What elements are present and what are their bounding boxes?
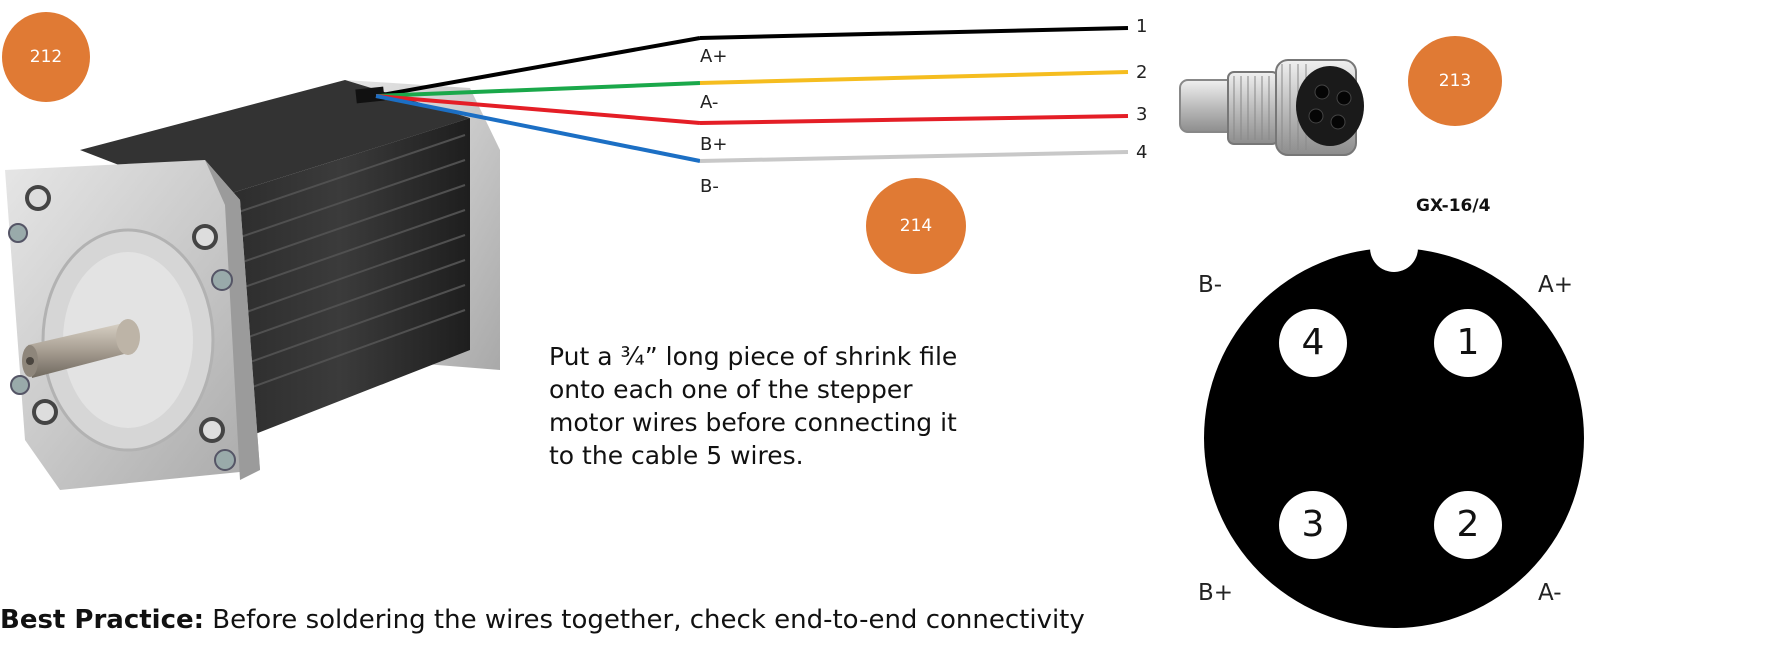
connector-pin-face — [1204, 224, 1584, 628]
wire-label-3: B+ — [700, 134, 728, 155]
wire-1 — [375, 26, 1129, 98]
wire-num-4: 4 — [1136, 142, 1148, 163]
pin-label-br: 2 — [1456, 504, 1480, 545]
pin-label-bl: 3 — [1301, 504, 1325, 545]
pin-label-tl: 4 — [1301, 322, 1325, 363]
best-practice: Best Practice: Before soldering the wire… — [0, 605, 1200, 635]
wire-3 — [375, 94, 1129, 125]
wire-num-2: 2 — [1136, 62, 1148, 83]
pin-1-circle — [1434, 309, 1502, 377]
face-label-tl: B- — [1198, 272, 1223, 298]
badge-cable: 214 — [866, 178, 966, 274]
best-practice-text: Before soldering the wires together, che… — [212, 605, 1085, 635]
stepper-motor — [5, 80, 500, 490]
wire-num-1: 1 — [1136, 16, 1148, 37]
face-label-tr: A+ — [1538, 272, 1574, 298]
wire-num-3: 3 — [1136, 104, 1148, 125]
wire-label-2: A- — [700, 92, 719, 113]
face-label-bl: B+ — [1198, 580, 1234, 606]
gx16-connector-image — [1179, 59, 1364, 156]
wire-label-1: A+ — [700, 46, 728, 67]
face-label-br: A- — [1538, 580, 1562, 606]
best-practice-label: Best Practice: — [0, 605, 205, 635]
wire-4 — [375, 94, 1129, 163]
badge-motor: 212 — [2, 12, 90, 102]
connector-model-label: GX-16/4 — [1416, 196, 1491, 216]
wire-2 — [375, 70, 1129, 98]
pin-4-circle — [1279, 309, 1347, 377]
pin-label-tr: 1 — [1456, 322, 1480, 363]
pin-2-circle — [1434, 491, 1502, 559]
badge-connector: 213 — [1408, 36, 1502, 126]
pin-3-circle — [1279, 491, 1347, 559]
shrink-tube-note: Put a ¾” long piece of shrink file onto … — [549, 342, 958, 470]
wire-label-4: B- — [700, 176, 719, 197]
